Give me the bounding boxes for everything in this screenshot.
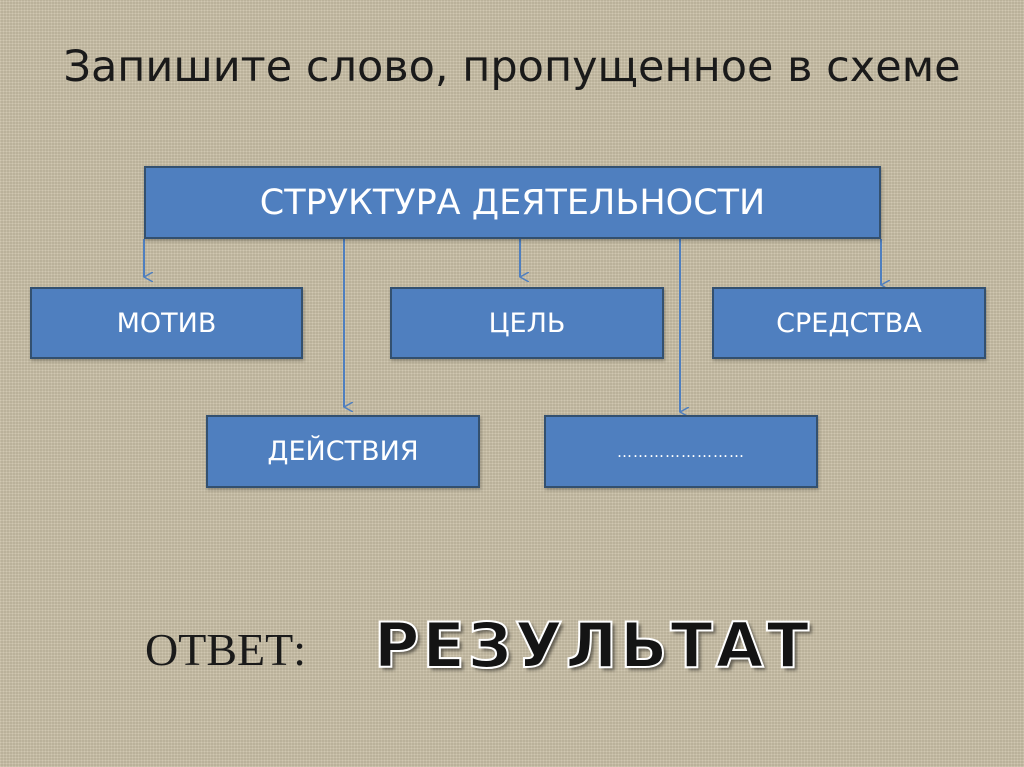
answer-word: РЕЗУЛЬТАТ [373,608,812,683]
slide-title: Запишите слово, пропущенное в схеме [63,42,961,92]
node-tsel-box: ЦЕЛЬ [390,287,664,359]
node-motiv-box: МОТИВ [30,287,303,359]
node-sredstva-box: СРЕДСТВА [712,287,986,359]
root-node-box: СТРУКТУРА ДЕЯТЕЛЬНОСТИ [144,166,881,239]
answer-label: ОТВЕТ: [145,624,306,675]
node-blank-box: …………………… [544,415,818,488]
node-deistviya-box: ДЕЙСТВИЯ [206,415,480,488]
